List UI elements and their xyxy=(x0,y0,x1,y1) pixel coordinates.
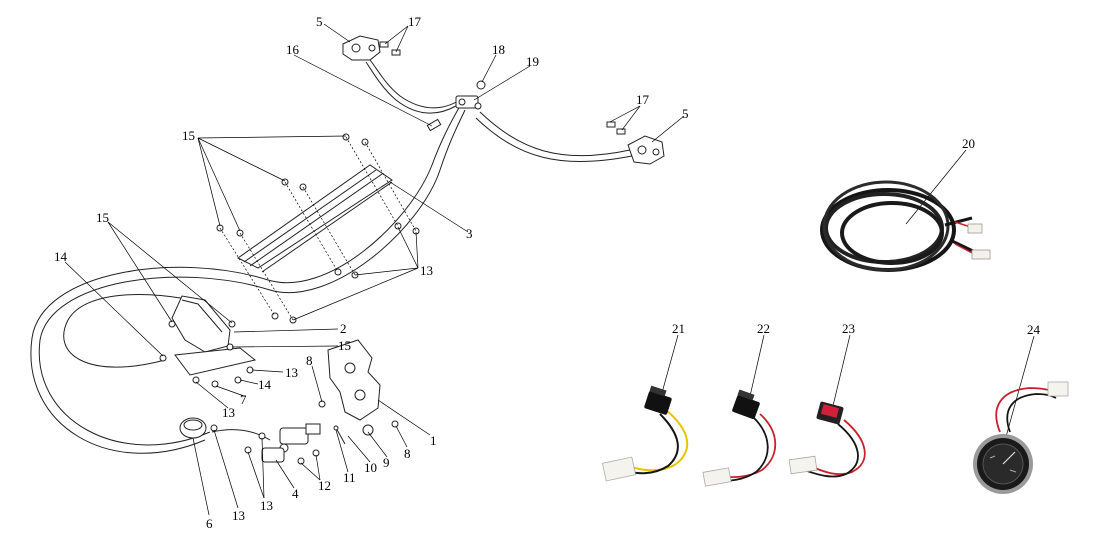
callout-20: 20 xyxy=(962,136,975,151)
bracket-fasteners xyxy=(216,133,420,324)
callout-2: 2 xyxy=(340,321,347,336)
callout-16: 16 xyxy=(286,42,300,57)
callout-21: 21 xyxy=(672,321,685,336)
callout-13-reservoir: 13 xyxy=(232,508,245,523)
master-cylinder-bracket xyxy=(318,339,399,445)
rocker-switch-black xyxy=(702,389,777,487)
callout-4: 4 xyxy=(292,486,299,501)
brake-fluid-reservoir xyxy=(179,417,218,439)
rocker-switch-yellow-wire xyxy=(601,385,689,482)
brake-pedal-assembly xyxy=(159,295,257,388)
callout-12: 12 xyxy=(318,478,331,493)
wiring-harness-coil xyxy=(820,180,991,272)
callout-9: 9 xyxy=(383,455,390,470)
callout-3: 3 xyxy=(466,226,473,241)
callout-1: 1 xyxy=(430,433,437,448)
callout-14-upper: 14 xyxy=(54,249,68,264)
callout-13-left: 13 xyxy=(222,405,235,420)
callout-17-left: 17 xyxy=(408,14,422,29)
callout-13-mid: 13 xyxy=(285,365,298,380)
callout-17-right: 17 xyxy=(636,92,650,107)
callout-8-left: 8 xyxy=(306,353,313,368)
callout-23: 23 xyxy=(842,321,855,336)
brake-hoses xyxy=(30,59,633,454)
rocker-switch-red xyxy=(788,401,866,478)
callout-8-right: 8 xyxy=(404,446,411,461)
callout-13-bottom: 13 xyxy=(260,498,273,513)
callout-7: 7 xyxy=(240,392,247,407)
callout-10: 10 xyxy=(364,460,377,475)
callout-11: 11 xyxy=(343,470,356,485)
callout-6: 6 xyxy=(206,516,213,531)
callout-18: 18 xyxy=(492,42,505,57)
callout-13-right: 13 xyxy=(420,263,433,278)
brake-caliper-right xyxy=(606,121,665,165)
callout-22: 22 xyxy=(757,321,770,336)
brake-caliper-left xyxy=(342,35,401,61)
callout-24: 24 xyxy=(1027,322,1041,337)
callout-5-left: 5 xyxy=(316,14,323,29)
callout-14-lower: 14 xyxy=(258,377,272,392)
callout-19: 19 xyxy=(526,54,539,69)
round-gauge-meter xyxy=(973,381,1069,494)
brake-junction xyxy=(426,80,486,132)
callout-labels: 5 17 16 18 19 17 5 15 3 13 15 14 2 15 13… xyxy=(54,14,1041,531)
master-cylinder xyxy=(244,423,321,465)
callout-15-top: 15 xyxy=(182,128,195,143)
mounting-bracket-rail xyxy=(237,164,393,273)
callout-5-right: 5 xyxy=(682,106,689,121)
callout-15-left: 15 xyxy=(96,210,109,225)
callout-15-lower: 15 xyxy=(338,338,351,353)
